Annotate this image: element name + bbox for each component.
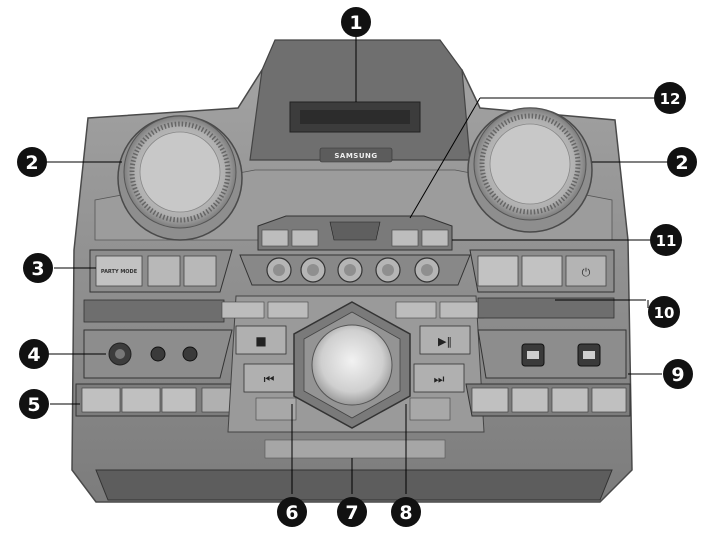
callout-12: 12 — [654, 82, 686, 114]
callout-2-left: 2 — [17, 147, 47, 177]
party-mode-label: PARTY MODE — [101, 269, 138, 275]
stop-icon: ■ — [255, 334, 266, 348]
callout-3: 3 — [23, 253, 53, 283]
party-panel: PARTY MODE — [89, 249, 233, 293]
callout-8-number: 8 — [399, 502, 412, 524]
prev-button[interactable] — [243, 363, 295, 393]
speaker-left — [117, 115, 243, 241]
eq-knob-3[interactable] — [337, 257, 363, 283]
power-icon: ⏻ — [582, 266, 591, 279]
right-slot-strip — [477, 297, 615, 319]
callout-6-number: 6 — [285, 502, 298, 524]
callout-4: 4 — [19, 339, 49, 369]
right-panel-button-1[interactable] — [477, 255, 519, 287]
leader-lines — [46, 36, 668, 494]
party-sub-button-2[interactable] — [183, 255, 217, 287]
eq-knob-1[interactable] — [266, 257, 292, 283]
right-row-button-2[interactable] — [511, 387, 549, 413]
strip-button-3[interactable] — [391, 229, 419, 247]
right-row-button-1[interactable] — [471, 387, 509, 413]
function-button-3[interactable] — [395, 301, 437, 319]
function-button-2[interactable] — [267, 301, 309, 319]
jog-dial[interactable] — [311, 324, 393, 406]
lower-left-button[interactable] — [255, 397, 297, 421]
callout-11-number: 11 — [656, 232, 677, 250]
right-button-row — [465, 383, 631, 417]
play-pause-button[interactable] — [419, 325, 471, 355]
mic-jack-2[interactable] — [182, 346, 198, 362]
left-row-button-1[interactable] — [81, 387, 121, 413]
usb-panel — [477, 329, 627, 379]
left-row-button-3[interactable] — [161, 387, 197, 413]
callout-10: 10 — [648, 296, 680, 328]
power-button[interactable] — [565, 255, 607, 287]
callout-9: 9 — [663, 359, 693, 389]
strip-button-1[interactable] — [261, 229, 289, 247]
callout-11: 11 — [650, 224, 682, 256]
transport-cluster: ■ ▶‖ ⏮ ⏭ — [221, 295, 485, 433]
left-row-button-2[interactable] — [121, 387, 161, 413]
strip-center-badge — [329, 221, 381, 241]
callout-4-number: 4 — [27, 344, 40, 366]
play-pause-icon: ▶‖ — [438, 335, 452, 348]
bottom-light-strip — [264, 439, 446, 459]
callout-6: 6 — [277, 497, 307, 527]
strip-button-2[interactable] — [291, 229, 319, 247]
left-button-row — [75, 383, 247, 417]
knob-row — [239, 254, 471, 286]
callout-7: 7 — [337, 497, 367, 527]
strip-button-4[interactable] — [421, 229, 449, 247]
next-icon: ⏭ — [434, 372, 445, 386]
next-button[interactable] — [413, 363, 465, 393]
callout-12-number: 12 — [660, 90, 681, 108]
callout-2-right: 2 — [667, 147, 697, 177]
callout-5-number: 5 — [27, 394, 40, 416]
eq-knob-4[interactable] — [375, 257, 401, 283]
right-row-button-4[interactable] — [591, 387, 627, 413]
callout-markers: 1 2 2 3 4 5 6 7 — [17, 7, 697, 527]
callout-1-number: 1 — [349, 12, 362, 34]
callout-10-number: 10 — [654, 304, 675, 322]
eq-knob-2[interactable] — [300, 257, 326, 283]
right-row-button-3[interactable] — [551, 387, 589, 413]
right-panel-button-2[interactable] — [521, 255, 563, 287]
party-mode-button[interactable] — [95, 255, 143, 287]
callout-5: 5 — [19, 389, 49, 419]
upper-button-strip — [257, 215, 453, 251]
speaker-right — [467, 107, 593, 233]
callout-2-right-number: 2 — [675, 152, 688, 174]
function-button-1[interactable] — [221, 301, 265, 319]
right-upper-panel: ⏻ — [469, 249, 615, 319]
callout-1: 1 — [341, 7, 371, 37]
mic-jack-1[interactable] — [150, 346, 166, 362]
stop-button[interactable] — [235, 325, 287, 355]
callout-9-number: 9 — [671, 364, 684, 386]
party-sub-button-1[interactable] — [147, 255, 181, 287]
prev-icon: ⏮ — [264, 372, 275, 386]
eq-knob-5[interactable] — [414, 257, 440, 283]
callout-8: 8 — [391, 497, 421, 527]
function-button-4[interactable] — [439, 301, 485, 319]
callout-3-number: 3 — [31, 258, 44, 280]
callout-7-number: 7 — [345, 502, 358, 524]
lower-right-button[interactable] — [409, 397, 451, 421]
brand-logo: SAMSUNG — [334, 152, 377, 160]
input-panel — [83, 299, 233, 379]
callout-2-left-number: 2 — [25, 152, 38, 174]
